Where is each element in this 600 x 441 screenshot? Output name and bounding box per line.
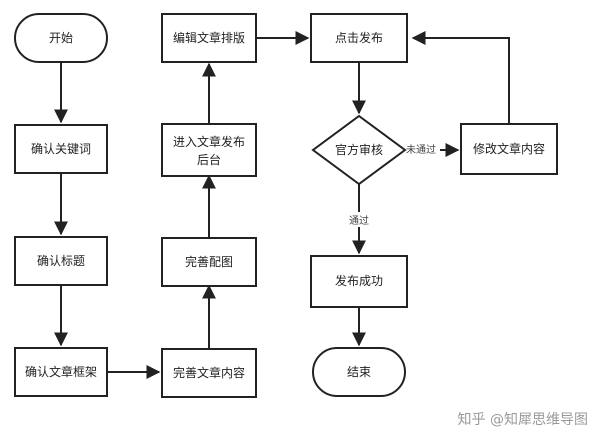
node-confirm-title-shape <box>14 236 108 286</box>
node-end-label: 结束 <box>347 365 371 379</box>
node-confirm-keywords-shape <box>14 124 108 174</box>
edges <box>54 31 510 379</box>
node-start-shape <box>14 13 108 63</box>
node-refine-content-label: 完善文章内容 <box>173 365 245 380</box>
edge-label-rejected: 未通过 <box>406 143 436 156</box>
node-refine-content-shape <box>161 348 257 398</box>
edge-label-passed-bg <box>344 212 374 227</box>
node-edit-layout-shape <box>161 13 257 63</box>
edge-label-passed: 通过 <box>349 214 369 227</box>
node-confirm-title-label: 确认标题 <box>37 254 85 268</box>
node-publish-success-shape <box>310 255 408 308</box>
node-modify-content-shape <box>460 123 558 175</box>
node-edit-layout-label: 编辑文章排版 <box>173 30 245 45</box>
node-start-label: 开始 <box>49 31 73 45</box>
node-review-shape <box>311 114 407 186</box>
node-review-label: 官方审核 <box>335 142 383 157</box>
node-enter-backend-shape <box>161 123 257 177</box>
node-publish-success-label: 发布成功 <box>335 273 383 288</box>
node-confirm-keywords-label: 确认关键词 <box>31 142 91 156</box>
node-end-shape <box>312 347 406 397</box>
edge-modify-to-publish <box>411 31 510 124</box>
node-confirm-outline-shape <box>14 347 108 397</box>
node-refine-images-label: 完善配图 <box>185 254 233 269</box>
watermark-text: 知乎 @知犀思维导图 <box>458 411 588 428</box>
node-refine-images-shape <box>161 237 257 287</box>
edge-label-rejected-bg <box>403 142 440 157</box>
node-click-publish-shape <box>310 13 408 63</box>
node-modify-content-label: 修改文章内容 <box>473 141 545 156</box>
node-enter-backend-label-line2: 后台 <box>197 152 221 167</box>
node-confirm-outline-label: 确认文章框架 <box>25 364 97 379</box>
node-enter-backend-label-line1: 进入文章发布 <box>173 134 245 149</box>
node-click-publish-label: 点击发布 <box>335 30 383 45</box>
